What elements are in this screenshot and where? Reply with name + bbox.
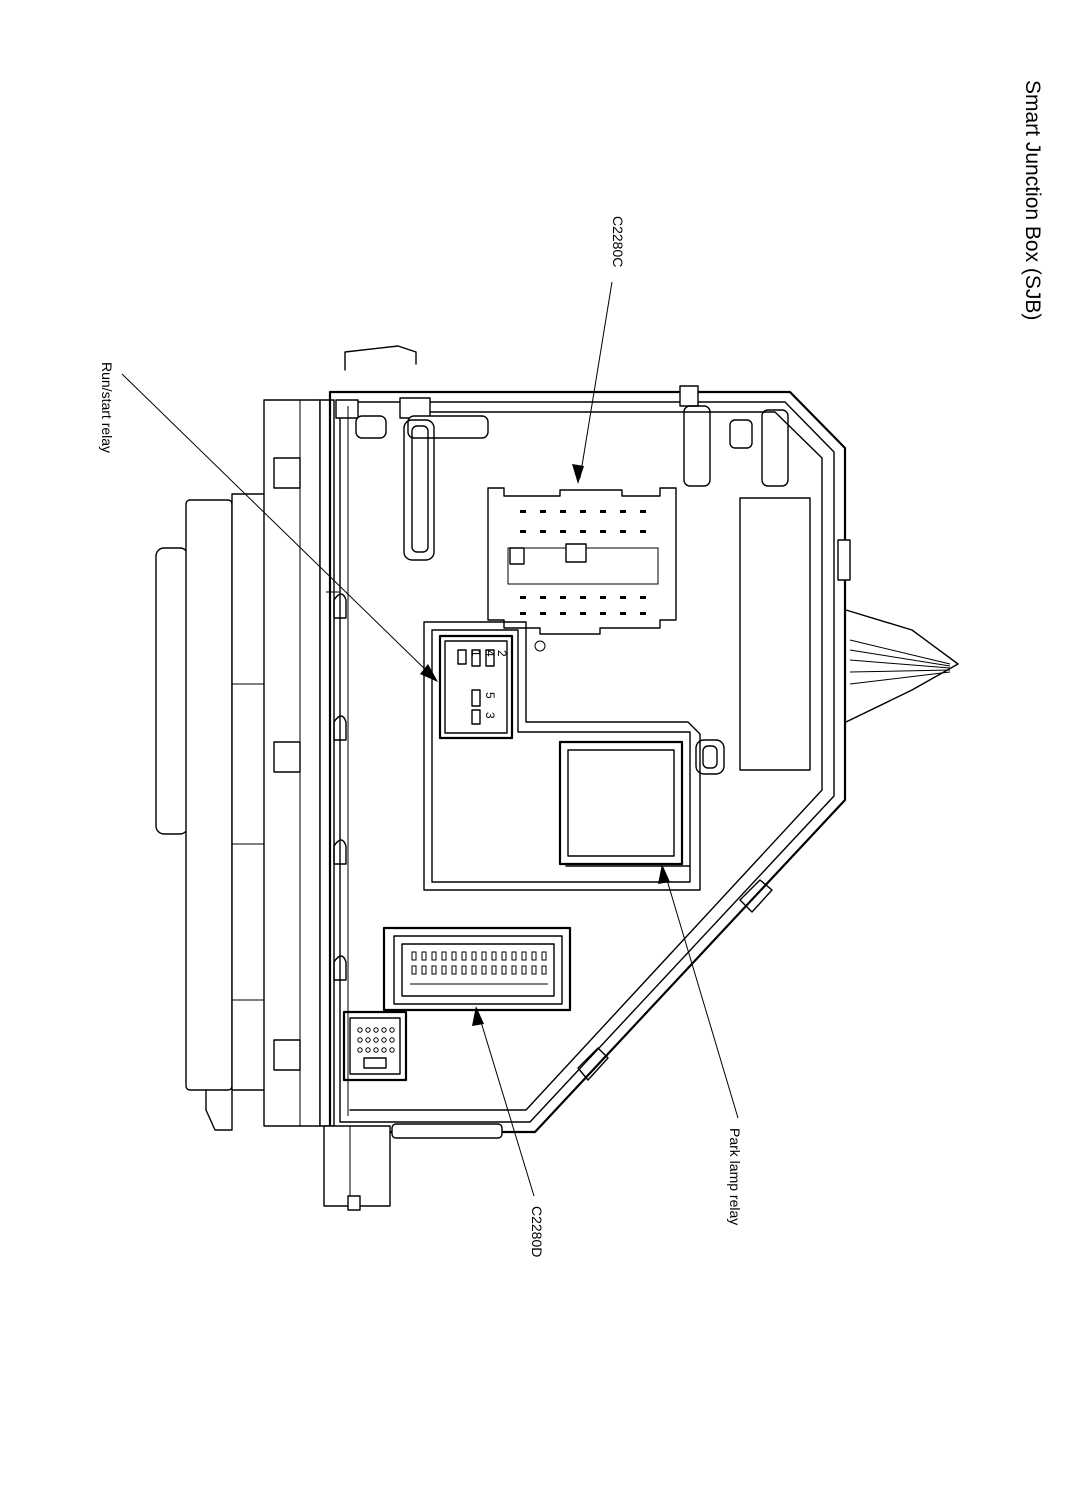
label-c2280d: C2280D	[529, 1206, 545, 1257]
relay-pin-4: 4	[483, 650, 497, 657]
small-connector	[342, 1010, 408, 1082]
sjb-housing	[323, 345, 959, 1211]
relay-pin-5: 5	[483, 692, 497, 699]
leader-lines	[121, 281, 739, 1197]
label-park-lamp-relay: Park lamp relay	[727, 1128, 743, 1225]
relay-tray	[423, 621, 725, 891]
label-run-start-relay: Run/start relay	[99, 362, 115, 453]
park-lamp-relay	[558, 740, 691, 867]
relay-pin-2: 2	[495, 650, 509, 657]
connector-c2280d	[382, 926, 572, 1012]
mounting-bracket	[155, 399, 335, 1131]
label-c2280c: C2280C	[610, 216, 626, 267]
relay-pin-1: 1	[469, 650, 483, 657]
connector-c2280c	[487, 487, 677, 652]
diagram-title: Smart Junction Box (SJB)	[1021, 80, 1044, 320]
run-start-relay: 2 4 1 5 3	[438, 634, 514, 740]
relay-pin-3: 3	[483, 712, 497, 719]
